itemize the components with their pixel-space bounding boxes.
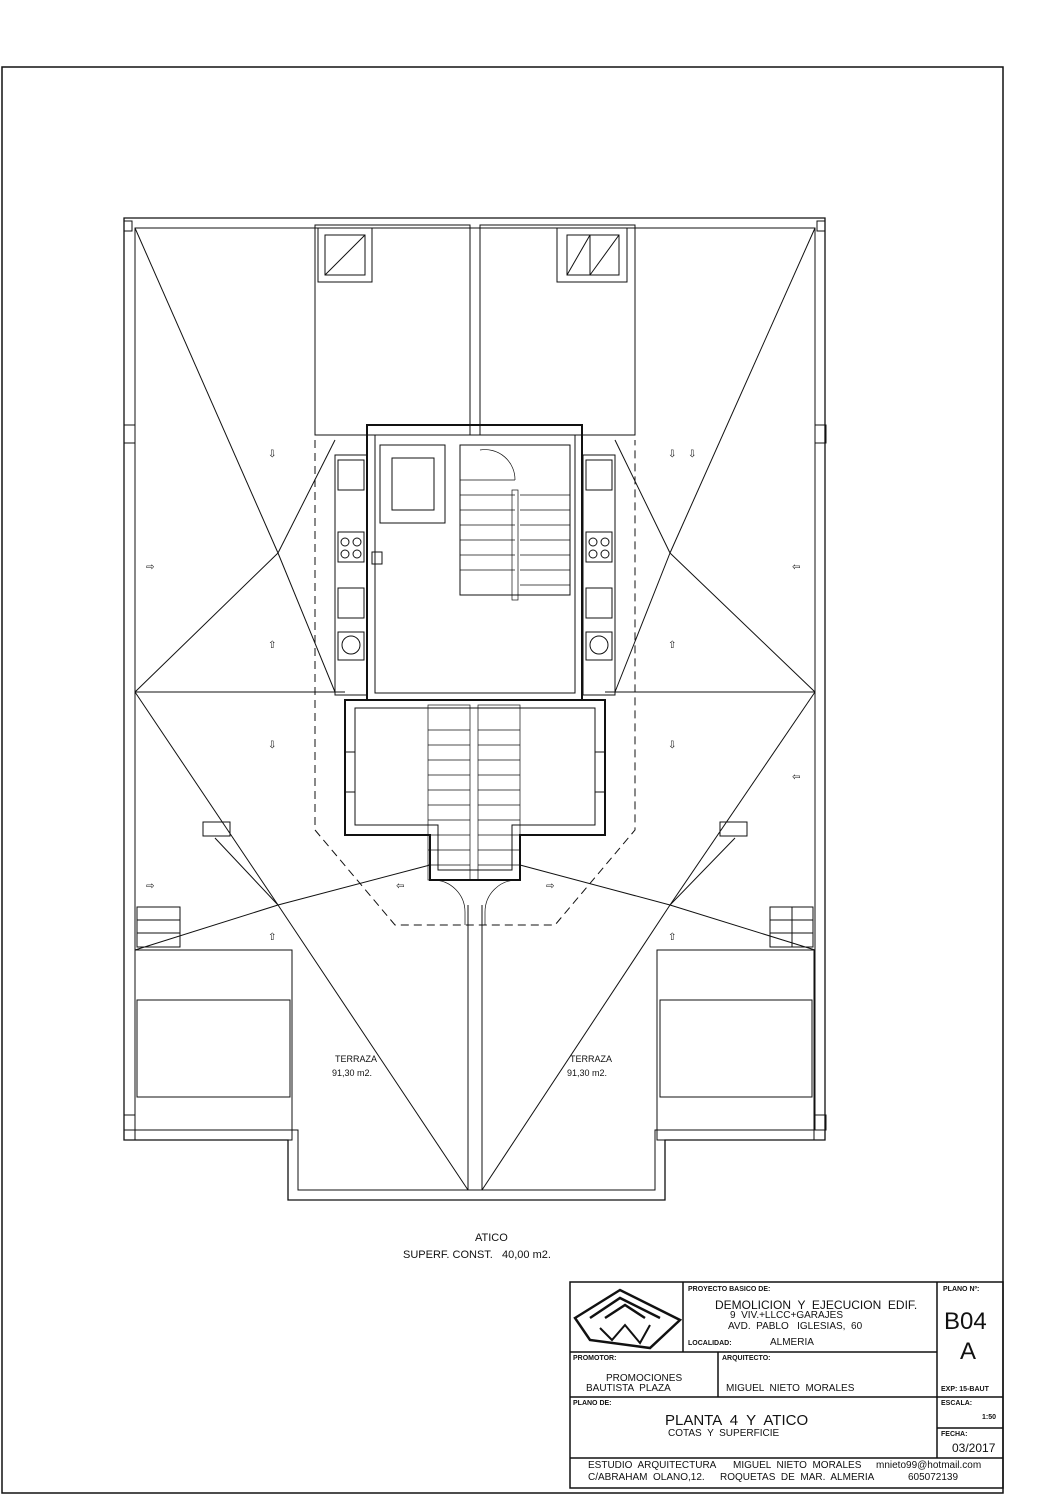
slope-arrows: ⇩ ⇩ ⇩ ⇨ ⇦ ⇧ ⇧ ⇩ ⇩ ⇦ ⇨ ⇦ ⇨ ⇧ ⇧ [146,449,800,943]
proyecto-line2: 9 VIV.+LLCC+GARAJES [730,1310,844,1321]
plano-number: B04 [944,1308,987,1335]
footer-address: C/ABRAHAM OLANO,12. [588,1472,705,1483]
kitchen-left [334,454,368,696]
lower-stair-block [344,699,606,881]
plano-n-label: PLANO Nº: [943,1286,980,1293]
svg-text:⇧: ⇧ [668,640,676,651]
localidad-label: LOCALIDAD: [688,1340,732,1347]
footer-phone: 605072139 [908,1472,959,1483]
svg-text:⇩: ⇩ [668,449,676,460]
proyecto-label: PROYECTO BASICO DE: [688,1286,771,1293]
fecha-value: 03/2017 [952,1441,996,1455]
escala-label: ESCALA: [941,1400,973,1407]
roof-lines-left [134,227,469,1191]
terraza-right-area: 91,30 m2. [567,1068,608,1078]
svg-text:⇦: ⇦ [396,881,404,892]
vent-right [719,821,748,837]
architect-logo [573,1288,683,1350]
stair-treads-core [460,479,570,601]
chimney-left [317,227,373,283]
escala-value: 1:50 [982,1414,997,1421]
svg-text:⇦: ⇦ [792,562,800,573]
svg-text:⇧: ⇧ [268,640,276,651]
roof-lines-right [481,227,816,1191]
vent-left [202,821,231,837]
svg-text:⇨: ⇨ [146,881,154,892]
footer-studio: ESTUDIO ARQUITECTURA [588,1460,717,1471]
terraza-left-label: TERRAZA [335,1054,378,1064]
svg-text:⇩: ⇩ [268,449,276,460]
footer-city: ROQUETAS DE MAR. ALMERIA [720,1472,875,1483]
expediente: EXP: 15-BAUT [941,1386,989,1393]
building-inner-outline [134,227,816,1191]
arquitecto-name: MIGUEL NIETO MORALES [726,1383,855,1394]
steps-left [136,906,181,948]
promotor-line2: BAUTISTA PLAZA [586,1383,671,1394]
atico-area: SUPERF. CONST. 40,00 m2. [403,1249,551,1261]
plano-de-subtitle: COTAS Y SUPERFICIE [668,1428,780,1439]
plano-de-title: PLANTA 4 Y ATICO [665,1412,809,1429]
title-block-grid [569,1281,1004,1489]
tower-left [314,224,471,436]
stair-core [366,424,583,701]
svg-text:⇧: ⇧ [668,932,676,943]
terraza-right-label: TERRAZA [570,1054,613,1064]
sheet-frame [1,66,1004,1494]
svg-text:⇨: ⇨ [146,562,154,573]
plano-de-label: PLANO DE: [573,1400,612,1407]
stairs-lower [427,704,521,925]
localidad: ALMERIA [770,1337,814,1348]
arquitecto-label: ARQUITECTO: [722,1355,771,1362]
plano-revision: A [960,1338,977,1365]
svg-text:⇩: ⇩ [688,449,696,460]
elevator [379,444,446,524]
promotor-line1: PROMOCIONES [606,1373,683,1384]
atico-left [134,949,293,1141]
building-outline [123,217,826,1201]
promotor-label: PROMOTOR: [573,1355,617,1362]
svg-text:⇩: ⇩ [668,740,676,751]
chimney-right [556,227,628,283]
atico-label: ATICO [475,1232,508,1244]
proyecto-line3: AVD. PABLO IGLESIAS, 60 [728,1321,863,1332]
svg-text:⇩: ⇩ [268,740,276,751]
svg-text:⇧: ⇧ [268,932,276,943]
proyecto-line1: DEMOLICION Y EJECUCION EDIF. [715,1298,918,1312]
terraza-left-area: 91,30 m2. [332,1068,373,1078]
kitchen-right [582,454,616,696]
svg-text:⇦: ⇦ [792,772,800,783]
footer-email: mnieto99@hotmail.com [876,1460,982,1471]
footer-architect: MIGUEL NIETO MORALES [733,1460,862,1471]
fecha-label: FECHA: [941,1431,968,1438]
dashed-outline [314,440,636,926]
atico-right [656,949,815,1141]
steps-right [769,906,814,948]
svg-text:⇨: ⇨ [546,881,554,892]
